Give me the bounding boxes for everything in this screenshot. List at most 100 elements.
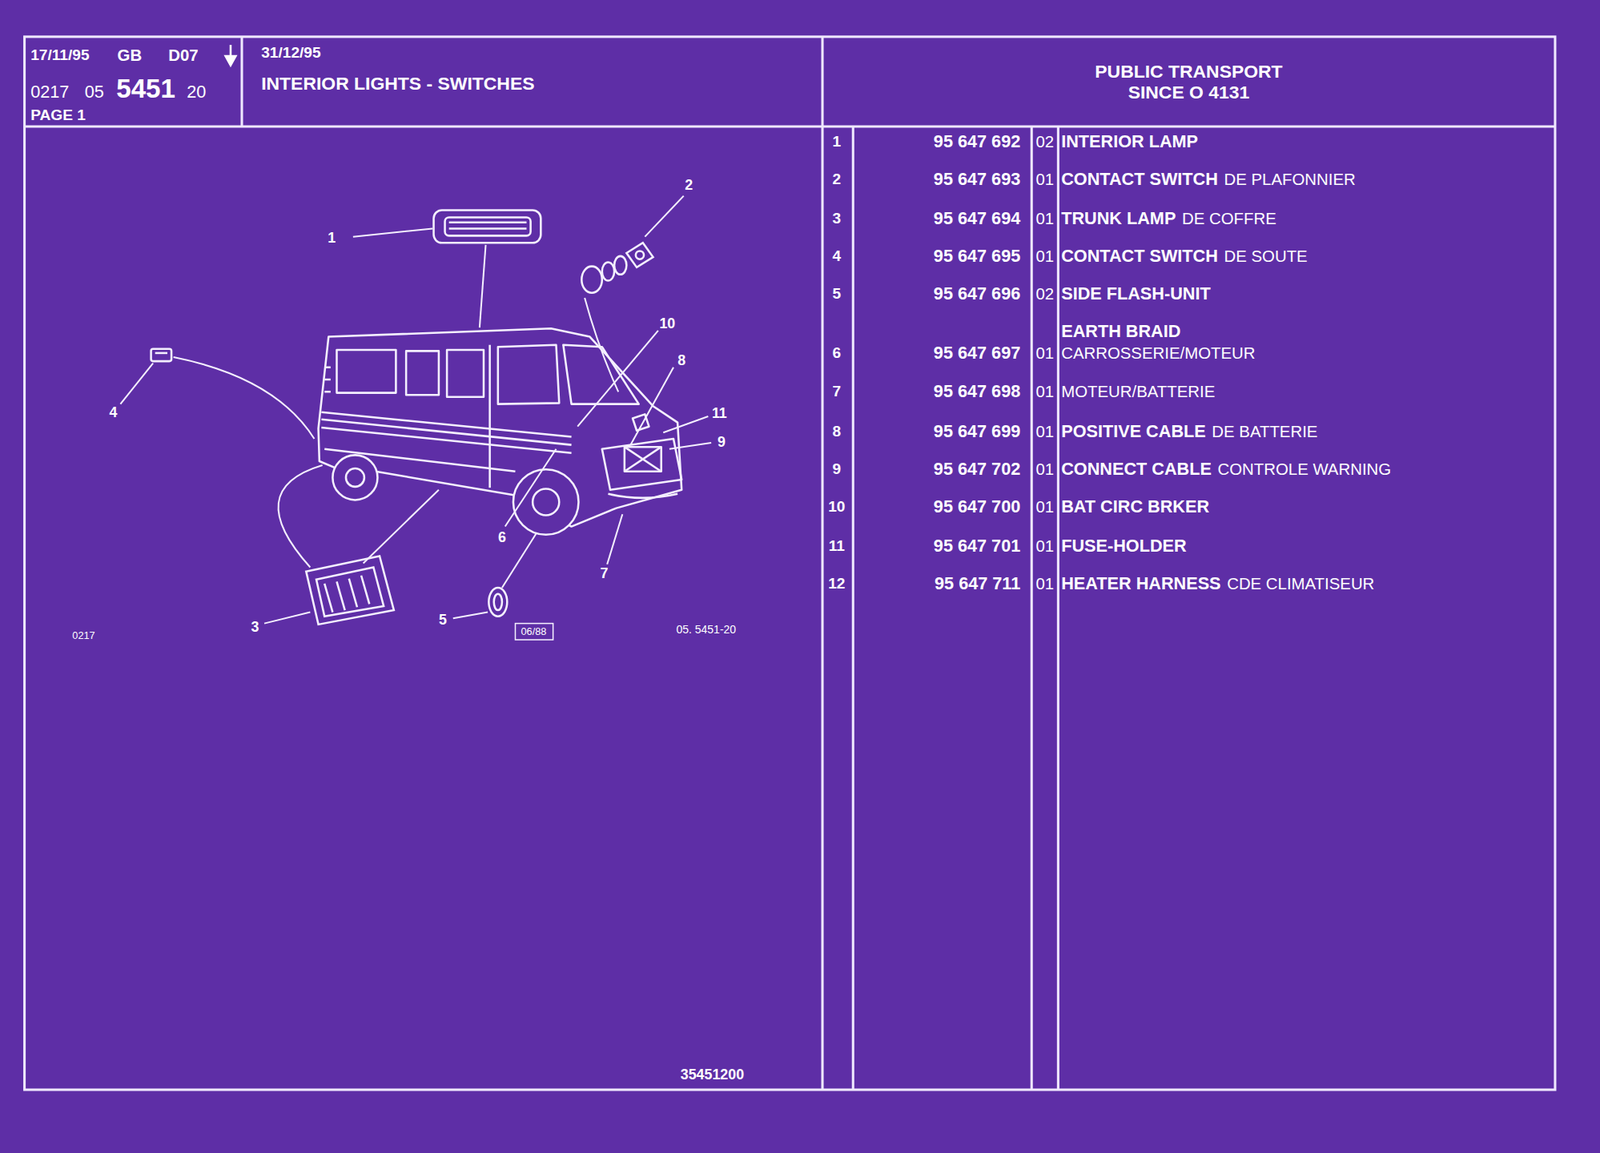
leader-lines xyxy=(353,228,433,237)
row-number: 4 xyxy=(832,248,842,264)
leader-lines xyxy=(584,297,619,392)
page-title: INTERIOR LIGHTS - SWITCHES xyxy=(261,74,535,93)
part-drawings xyxy=(488,587,507,617)
row-number: 6 xyxy=(832,345,842,361)
callout-number: 8 xyxy=(677,353,686,369)
film-number: 35451200 xyxy=(680,1068,744,1083)
van-illustration xyxy=(532,488,559,515)
callout-number: 3 xyxy=(251,620,260,636)
leader-lines xyxy=(278,465,323,567)
callout-number: 1 xyxy=(327,231,336,246)
part-number: 95 647 701 xyxy=(933,537,1021,555)
part-detail: MOTEUR/BATTERIE xyxy=(1061,383,1215,400)
variant-code: 01 xyxy=(1035,248,1054,265)
part-number: 95 647 702 xyxy=(933,460,1021,479)
row-number: 1 xyxy=(832,134,842,150)
van-illustration xyxy=(332,454,378,500)
leader-lines xyxy=(502,532,537,588)
part-drawings xyxy=(614,256,627,275)
van-illustration xyxy=(624,446,662,472)
row-number: 10 xyxy=(828,499,845,515)
part-detail: CARROSSERIE/MOTEUR xyxy=(1061,345,1255,362)
part-detail: DE BATTERIE xyxy=(1211,423,1318,440)
drawing-ref: 05. 5451-20 xyxy=(675,623,736,636)
van-illustration xyxy=(624,446,662,472)
variant-code: 02 xyxy=(1035,133,1054,150)
header-cell: 17/11/95GBD07021705545120PAGE 1 xyxy=(24,36,242,127)
drawing-date: 06/88 xyxy=(520,626,547,637)
van-illustration xyxy=(562,345,639,405)
variant-code: 01 xyxy=(1035,171,1054,188)
date-box xyxy=(514,623,553,640)
leader-lines xyxy=(577,330,659,427)
part-number: 95 647 697 xyxy=(933,344,1021,362)
down-arrow xyxy=(225,56,237,65)
row-number: 2 xyxy=(832,172,842,188)
part-name: FUSE-HOLDER xyxy=(1061,537,1186,555)
part-number: 95 647 693 xyxy=(933,170,1021,189)
row-number: 12 xyxy=(828,575,845,591)
leader-lines xyxy=(363,490,439,564)
callout-number: 10 xyxy=(659,317,676,332)
part-drawings xyxy=(155,352,168,355)
leader-lines xyxy=(663,416,708,433)
van-illustration xyxy=(406,350,439,395)
part-drawings xyxy=(445,217,531,236)
part-detail: DE SOUTE xyxy=(1224,248,1308,265)
row-number: 11 xyxy=(828,538,845,554)
header-cell: 31/12/95INTERIOR LIGHTS - SWITCHES xyxy=(241,36,823,127)
leader-lines xyxy=(607,514,623,564)
part-name: POSITIVE CABLE xyxy=(1061,422,1207,441)
variant-code: 01 xyxy=(1035,461,1054,478)
leader-lines xyxy=(505,449,557,527)
van-illustration xyxy=(488,345,491,488)
part-drawings xyxy=(581,266,602,294)
part-drawings xyxy=(434,210,542,244)
van-illustration xyxy=(336,349,396,394)
part-drawings xyxy=(151,349,172,362)
part-number: 95 647 694 xyxy=(933,209,1021,228)
van-illustration xyxy=(607,494,678,499)
part-number: 95 647 696 xyxy=(933,285,1021,303)
part-number: 95 647 692 xyxy=(933,132,1021,151)
variant-code: 01 xyxy=(1035,498,1054,515)
page-frame xyxy=(852,126,855,1090)
part-drawings xyxy=(449,222,527,230)
part-name: CONTACT SWITCH xyxy=(1061,247,1219,266)
leader-lines xyxy=(630,367,674,446)
row-number: 9 xyxy=(832,462,842,478)
leader-lines xyxy=(120,196,712,624)
leader-lines xyxy=(120,363,153,405)
header-text: 31/12/95 xyxy=(261,45,321,61)
van-illustration xyxy=(446,349,484,398)
page-frame xyxy=(24,36,1556,1090)
header-text: PUBLIC TRANSPORT SINCE O 4131 xyxy=(1068,60,1309,104)
callout-number: 9 xyxy=(717,435,726,451)
sheet-code: 0217 xyxy=(72,630,95,641)
page-frame xyxy=(24,124,1556,128)
leader-lines xyxy=(479,245,487,328)
header-text: D07 xyxy=(168,47,198,64)
van-illustration xyxy=(513,469,579,535)
van-illustration xyxy=(345,468,365,487)
variant-code: 02 xyxy=(1035,285,1054,302)
part-name: TRUNK LAMP xyxy=(1061,209,1176,228)
callout-number: 7 xyxy=(599,566,608,582)
page-frame xyxy=(1057,126,1060,1090)
leader-lines xyxy=(669,442,712,450)
part-detail: DE PLAFONNIER xyxy=(1224,171,1356,188)
part-name: CONTACT SWITCH xyxy=(1061,170,1219,189)
part-name: INTERIOR LAMP xyxy=(1061,132,1198,151)
page-frame xyxy=(1030,126,1034,1090)
part-number: 95 647 698 xyxy=(933,382,1021,401)
part-name: HEATER HARNESS xyxy=(1061,574,1221,593)
van-illustration xyxy=(498,345,559,405)
leader-lines xyxy=(264,612,310,624)
part-detail: CONTROLE WARNING xyxy=(1218,461,1392,478)
variant-code: 01 xyxy=(1035,423,1054,440)
part-drawings xyxy=(635,250,644,259)
part-drawings xyxy=(316,567,384,617)
callout-number: 11 xyxy=(711,406,728,422)
van-illustration xyxy=(602,438,682,491)
variant-code: 01 xyxy=(1035,538,1054,555)
